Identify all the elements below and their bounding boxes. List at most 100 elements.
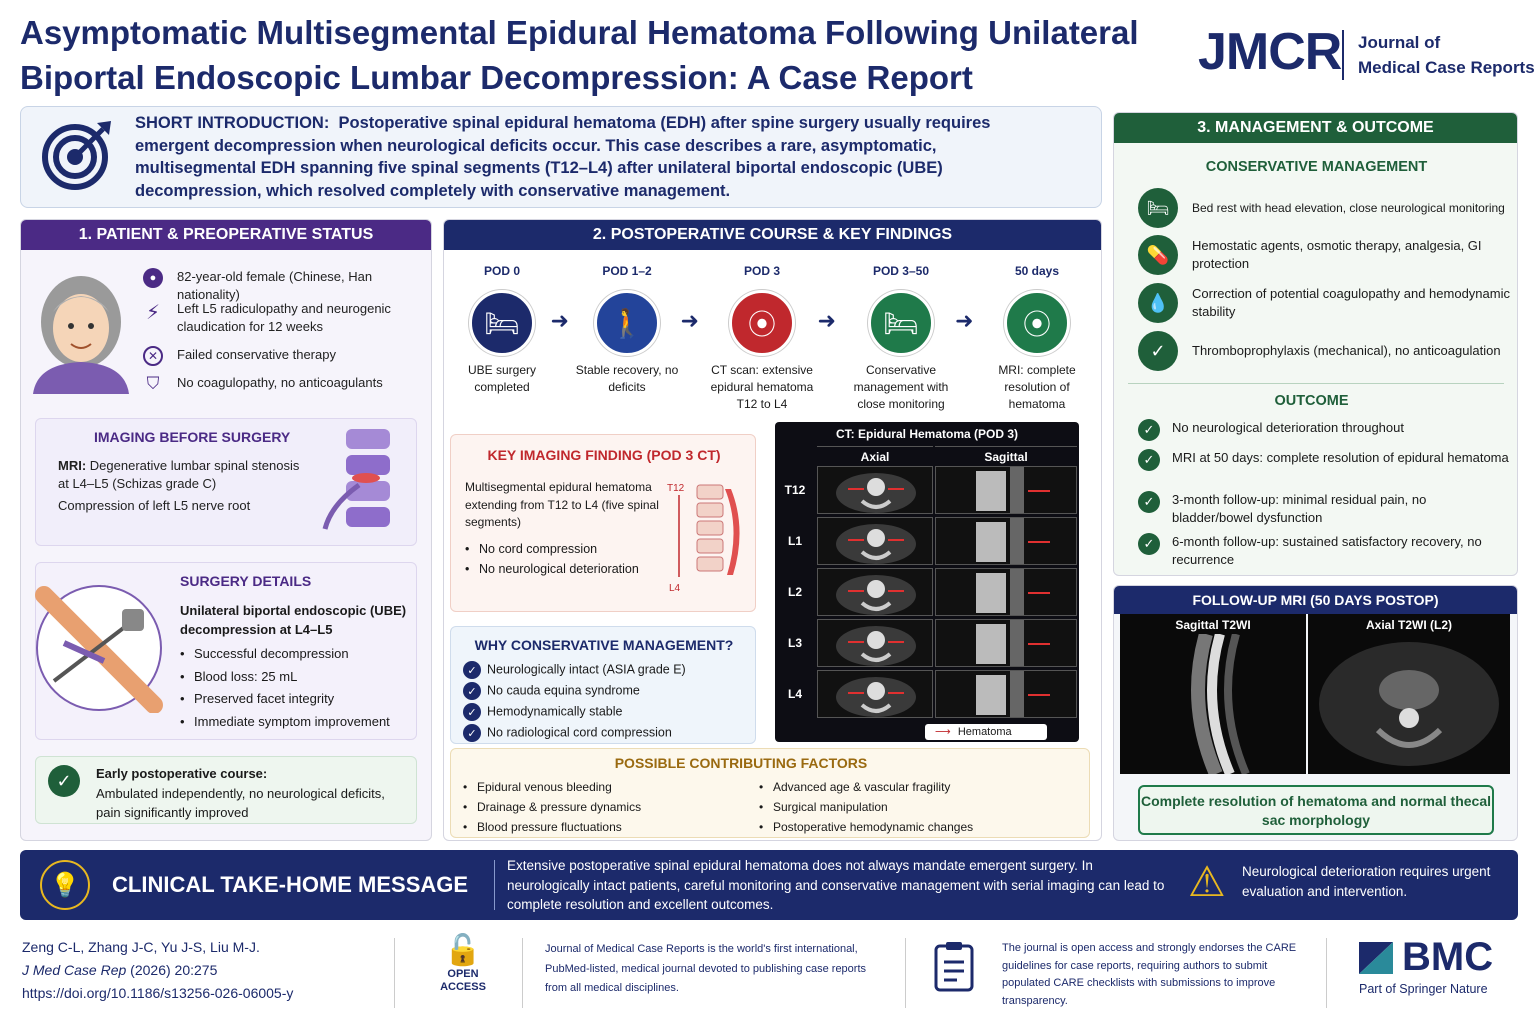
care-description: The journal is open access and strongly … — [1002, 942, 1297, 1007]
shield-icon: ⛉ — [146, 374, 160, 393]
patient-panel: 1. PATIENT & PREOPERATIVE STATUS ● 82-ye… — [20, 219, 432, 841]
patient-item: ⚡ Left L5 radiculopathy and neurogenic c… — [143, 300, 428, 346]
timeline-label: POD 1–2 — [602, 264, 652, 278]
imaging-mri: MRI: Degenerative lumbar spinal stenosis… — [58, 458, 300, 491]
target-icon — [42, 121, 111, 190]
conservative-item: 💧 Correction of potential coagulopathy a… — [1138, 279, 1510, 327]
ct-level-label: L2 — [787, 585, 802, 599]
arrow-right-icon: ➜ — [955, 308, 974, 333]
why-item: ✓No cauda equina syndrome — [463, 682, 753, 703]
surgery-main: Unilateral biportal endoscopic (UBE) dec… — [180, 603, 407, 637]
check-icon: ✓ — [463, 661, 481, 679]
hematoma-spine-icon: T12 L4 — [667, 483, 740, 594]
management-header: 3. MANAGEMENT & OUTCOME — [1114, 113, 1517, 143]
surgery-list: Successful decompression Blood loss: 25 … — [180, 643, 416, 733]
outcome-list: ✓No neurological deterioration throughou… — [1138, 419, 1510, 575]
mri-scanner-icon: ⦿ — [1004, 290, 1070, 356]
divider — [1326, 938, 1327, 1008]
lightning-icon: ⚡ — [145, 302, 161, 324]
early-course-card: ✓ Early postoperative course: Ambulated … — [35, 756, 417, 824]
timeline-text: Conservative management with close monit… — [853, 363, 949, 411]
surgery-item: Preserved facet integrity — [180, 688, 416, 711]
early-course-text: Early postoperative course: Ambulated in… — [96, 766, 385, 820]
surgery-item: Blood loss: 25 mL — [180, 666, 416, 689]
ct-sagittal-image — [935, 466, 1077, 514]
key-top-label: T12 — [667, 483, 685, 494]
arrow-right-icon: ➜ — [817, 308, 836, 333]
followup-caption: Complete resolution of hematoma and norm… — [1138, 785, 1494, 835]
factors-card: POSSIBLE CONTRIBUTING FACTORS Epidural v… — [450, 748, 1090, 838]
divider — [522, 938, 523, 1008]
timeline-label: 50 days — [1014, 264, 1060, 278]
surgery-bed-icon: 🛏 — [469, 290, 535, 356]
check-icon: ✓ — [1138, 419, 1160, 441]
open-access-badge: 🔓 OPEN ACCESS — [430, 934, 496, 994]
drop-icon: 💧 — [1138, 283, 1178, 323]
check-icon: ✓ — [463, 724, 481, 742]
outcome-item: ✓3-month follow-up: minimal residual pai… — [1138, 491, 1510, 533]
journal-description: Journal of Medical Case Reports is the w… — [545, 943, 867, 994]
why-item: ✓Neurologically intact (ASIA grade E) — [463, 661, 753, 682]
patient-items: ● 82-year-old female (Chinese, Han natio… — [143, 268, 428, 402]
mri-axial-drawing — [1319, 642, 1499, 766]
take-home-title: CLINICAL TAKE-HOME MESSAGE — [112, 872, 469, 897]
divider — [394, 938, 395, 1008]
person-icon: ● — [143, 268, 163, 288]
timeline-label: POD 3 — [743, 264, 780, 278]
mri-axial-image: Axial T2WI (L2) — [1308, 614, 1510, 774]
ct-axial-image — [817, 517, 933, 565]
outcome-item: ✓6-month follow-up: sustained satisfacto… — [1138, 533, 1510, 575]
why-item: ✓No radiological cord compression — [463, 724, 753, 745]
surgery-item: Immediate symptom improvement — [180, 711, 416, 734]
outcome-title: OUTCOME — [1274, 393, 1349, 409]
factors-title: POSSIBLE CONTRIBUTING FACTORS — [614, 755, 868, 771]
endoscope-icon — [35, 585, 163, 713]
arrow-right-icon: ➜ — [550, 308, 569, 333]
surgery-item: Successful decompression — [180, 643, 416, 666]
logo-divider — [1342, 30, 1344, 80]
journal-name: Journal of Medical Case Reports — [1358, 30, 1535, 80]
ct-col-sagittal: Sagittal — [935, 446, 1077, 464]
check-icon: ✓ — [463, 682, 481, 700]
bmc-subtitle: Part of Springer Nature — [1359, 982, 1488, 996]
key-bottom-label: L4 — [669, 583, 681, 594]
ct-title: CT: Epidural Hematoma (POD 3) — [835, 427, 1019, 441]
mri-sagittal-drawing — [1191, 634, 1250, 774]
patient-item: ⛉ No coagulopathy, no anticoagulants — [143, 374, 428, 402]
conservative-title: CONSERVATIVE MANAGEMENT — [1205, 159, 1428, 175]
divider — [494, 860, 495, 910]
patient-item: ● 82-year-old female (Chinese, Han natio… — [143, 268, 428, 302]
factor-item: Blood pressure fluctuations — [463, 817, 753, 837]
mri-sagittal-label: Sagittal T2WI — [1175, 618, 1251, 632]
journal-name-line2: Medical Case Reports — [1358, 58, 1535, 77]
bed-icon: 🛏 — [1138, 188, 1178, 228]
patient-header: 1. PATIENT & PREOPERATIVE STATUS — [21, 220, 431, 250]
ct-scanner-icon: ⦿ — [729, 290, 795, 356]
lightbulb-icon: 💡 — [40, 860, 90, 910]
timeline-label: POD 0 — [483, 264, 520, 278]
why-title: WHY CONSERVATIVE MANAGEMENT? — [474, 637, 734, 653]
ct-level-label: L3 — [787, 636, 802, 650]
imaging-card: IMAGING BEFORE SURGERY MRI: Degenerative… — [35, 418, 417, 546]
surgery-title: SURGERY DETAILS — [180, 573, 312, 589]
ct-sagittal-image — [935, 517, 1077, 565]
x-circle-icon: ✕ — [143, 346, 163, 366]
ct-level-label: L1 — [787, 534, 802, 548]
factors-left-list: Epidural venous bleeding Drainage & pres… — [463, 777, 753, 837]
open-access-line1: OPEN — [447, 968, 479, 980]
mri-axial-label: Axial T2WI (L2) — [1365, 618, 1452, 632]
divider — [1128, 383, 1504, 384]
citation: Zeng C-L, Zhang J-C, Yu J-S, Liu M-J. J … — [22, 936, 382, 1005]
key-finding-title: KEY IMAGING FINDING (POD 3 CT) — [487, 447, 721, 463]
key-finding-item: No neurological deterioration — [465, 559, 665, 579]
timeline-text: Stable recovery, no deficits — [575, 363, 679, 394]
followup-header: FOLLOW-UP MRI (50 DAYS POSTOP) — [1114, 586, 1517, 614]
intro-box: SHORT INTRODUCTION: Postoperative spinal… — [20, 106, 1102, 208]
mri-sagittal-image: Sagittal T2WI — [1120, 614, 1306, 774]
ct-panel: CT: Epidural Hematoma (POD 3) Axial Sagi… — [775, 422, 1079, 742]
doi-link[interactable]: https://doi.org/10.1186/s13256-026-06005… — [22, 985, 294, 1001]
why-item: ✓Hemodynamically stable — [463, 703, 753, 724]
check-icon: ✓ — [1138, 533, 1160, 555]
conservative-list: 🛏 Bed rest with head elevation, close ne… — [1138, 185, 1510, 375]
